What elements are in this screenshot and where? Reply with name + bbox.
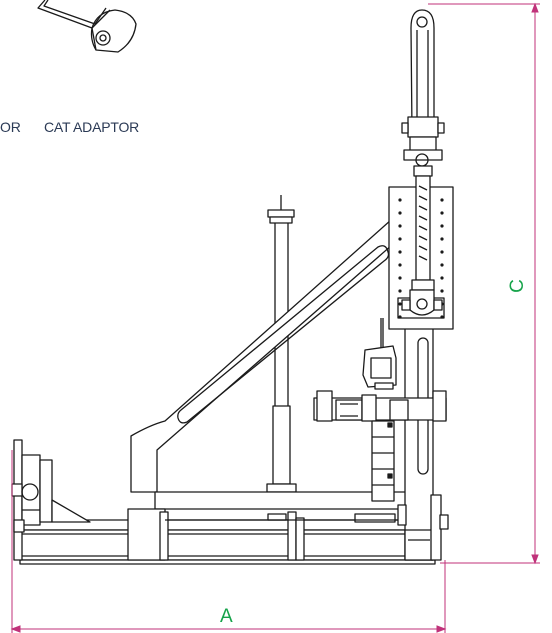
sensor-rod xyxy=(380,318,384,348)
left-caption-fragment: OR xyxy=(0,119,21,135)
dimension-a-label: A xyxy=(220,606,233,627)
turnbuckle xyxy=(401,9,445,316)
dimension-lines xyxy=(10,2,540,633)
mast xyxy=(397,295,449,561)
actuator-column xyxy=(371,420,395,502)
base-frame xyxy=(19,491,436,565)
left-end-fixture xyxy=(11,439,91,561)
cross-bar xyxy=(313,390,447,422)
cat-adaptor-icon xyxy=(37,0,137,53)
diagonal-brace xyxy=(130,211,401,493)
dimension-c-label: C xyxy=(506,279,528,293)
clamp-housing xyxy=(362,345,397,390)
cat-adaptor-caption: CAT ADAPTOR xyxy=(44,119,140,135)
